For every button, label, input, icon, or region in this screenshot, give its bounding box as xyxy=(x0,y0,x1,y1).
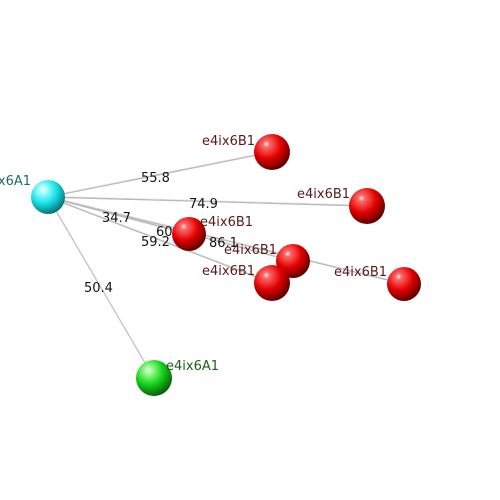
red-atom-sphere[interactable] xyxy=(254,134,290,170)
red-atom-sphere[interactable] xyxy=(387,267,421,301)
atom-label: e4ix6B1 xyxy=(334,265,387,280)
distance-label: 50.4 xyxy=(84,281,113,296)
atom-label: e4ix6B1 xyxy=(202,134,255,149)
atom-label: e4ix6B1 xyxy=(224,243,277,258)
distance-edge-highlight xyxy=(47,195,405,284)
cyan-atom-sphere[interactable] xyxy=(31,180,65,214)
distance-edge xyxy=(47,151,273,198)
distance-edge-highlight xyxy=(47,195,368,206)
distance-edge xyxy=(47,196,368,207)
distance-edge-highlight xyxy=(47,150,273,197)
distance-edge-highlight xyxy=(47,195,273,283)
distance-label: 59.2 xyxy=(141,235,170,250)
atom-label: e4ix6A1 xyxy=(0,174,31,189)
red-atom-sphere[interactable] xyxy=(349,188,385,224)
distance-label: 74.9 xyxy=(189,197,218,212)
distance-edge-highlight xyxy=(47,195,155,378)
atom-label: e4ix6B1 xyxy=(297,187,350,202)
red-atom-sphere[interactable] xyxy=(276,244,310,278)
distance-label: 60 xyxy=(156,225,173,240)
atom-nodes xyxy=(31,134,421,396)
distance-label: 34.7 xyxy=(102,211,131,226)
distance-edge xyxy=(47,196,273,284)
red-atom-sphere[interactable] xyxy=(254,265,290,301)
distance-label: 55.8 xyxy=(141,171,170,186)
atom-labels: e4ix6A1 e4ix6A1 e4ix6B1 e4ix6B1 e4ix6B1 e4ix6… xyxy=(0,134,387,374)
distance-edge xyxy=(47,196,155,379)
distance-label: 86.1 xyxy=(209,236,238,251)
green-atom-sphere[interactable] xyxy=(136,360,172,396)
atom-label: e4ix6A1 xyxy=(166,359,219,374)
atom-label: e4ix6B1 xyxy=(202,264,255,279)
red-atom-sphere[interactable] xyxy=(172,217,206,251)
distance-edges xyxy=(47,150,405,379)
distance-edge xyxy=(47,196,405,285)
atom-label: e4ix6B1 xyxy=(200,215,253,230)
